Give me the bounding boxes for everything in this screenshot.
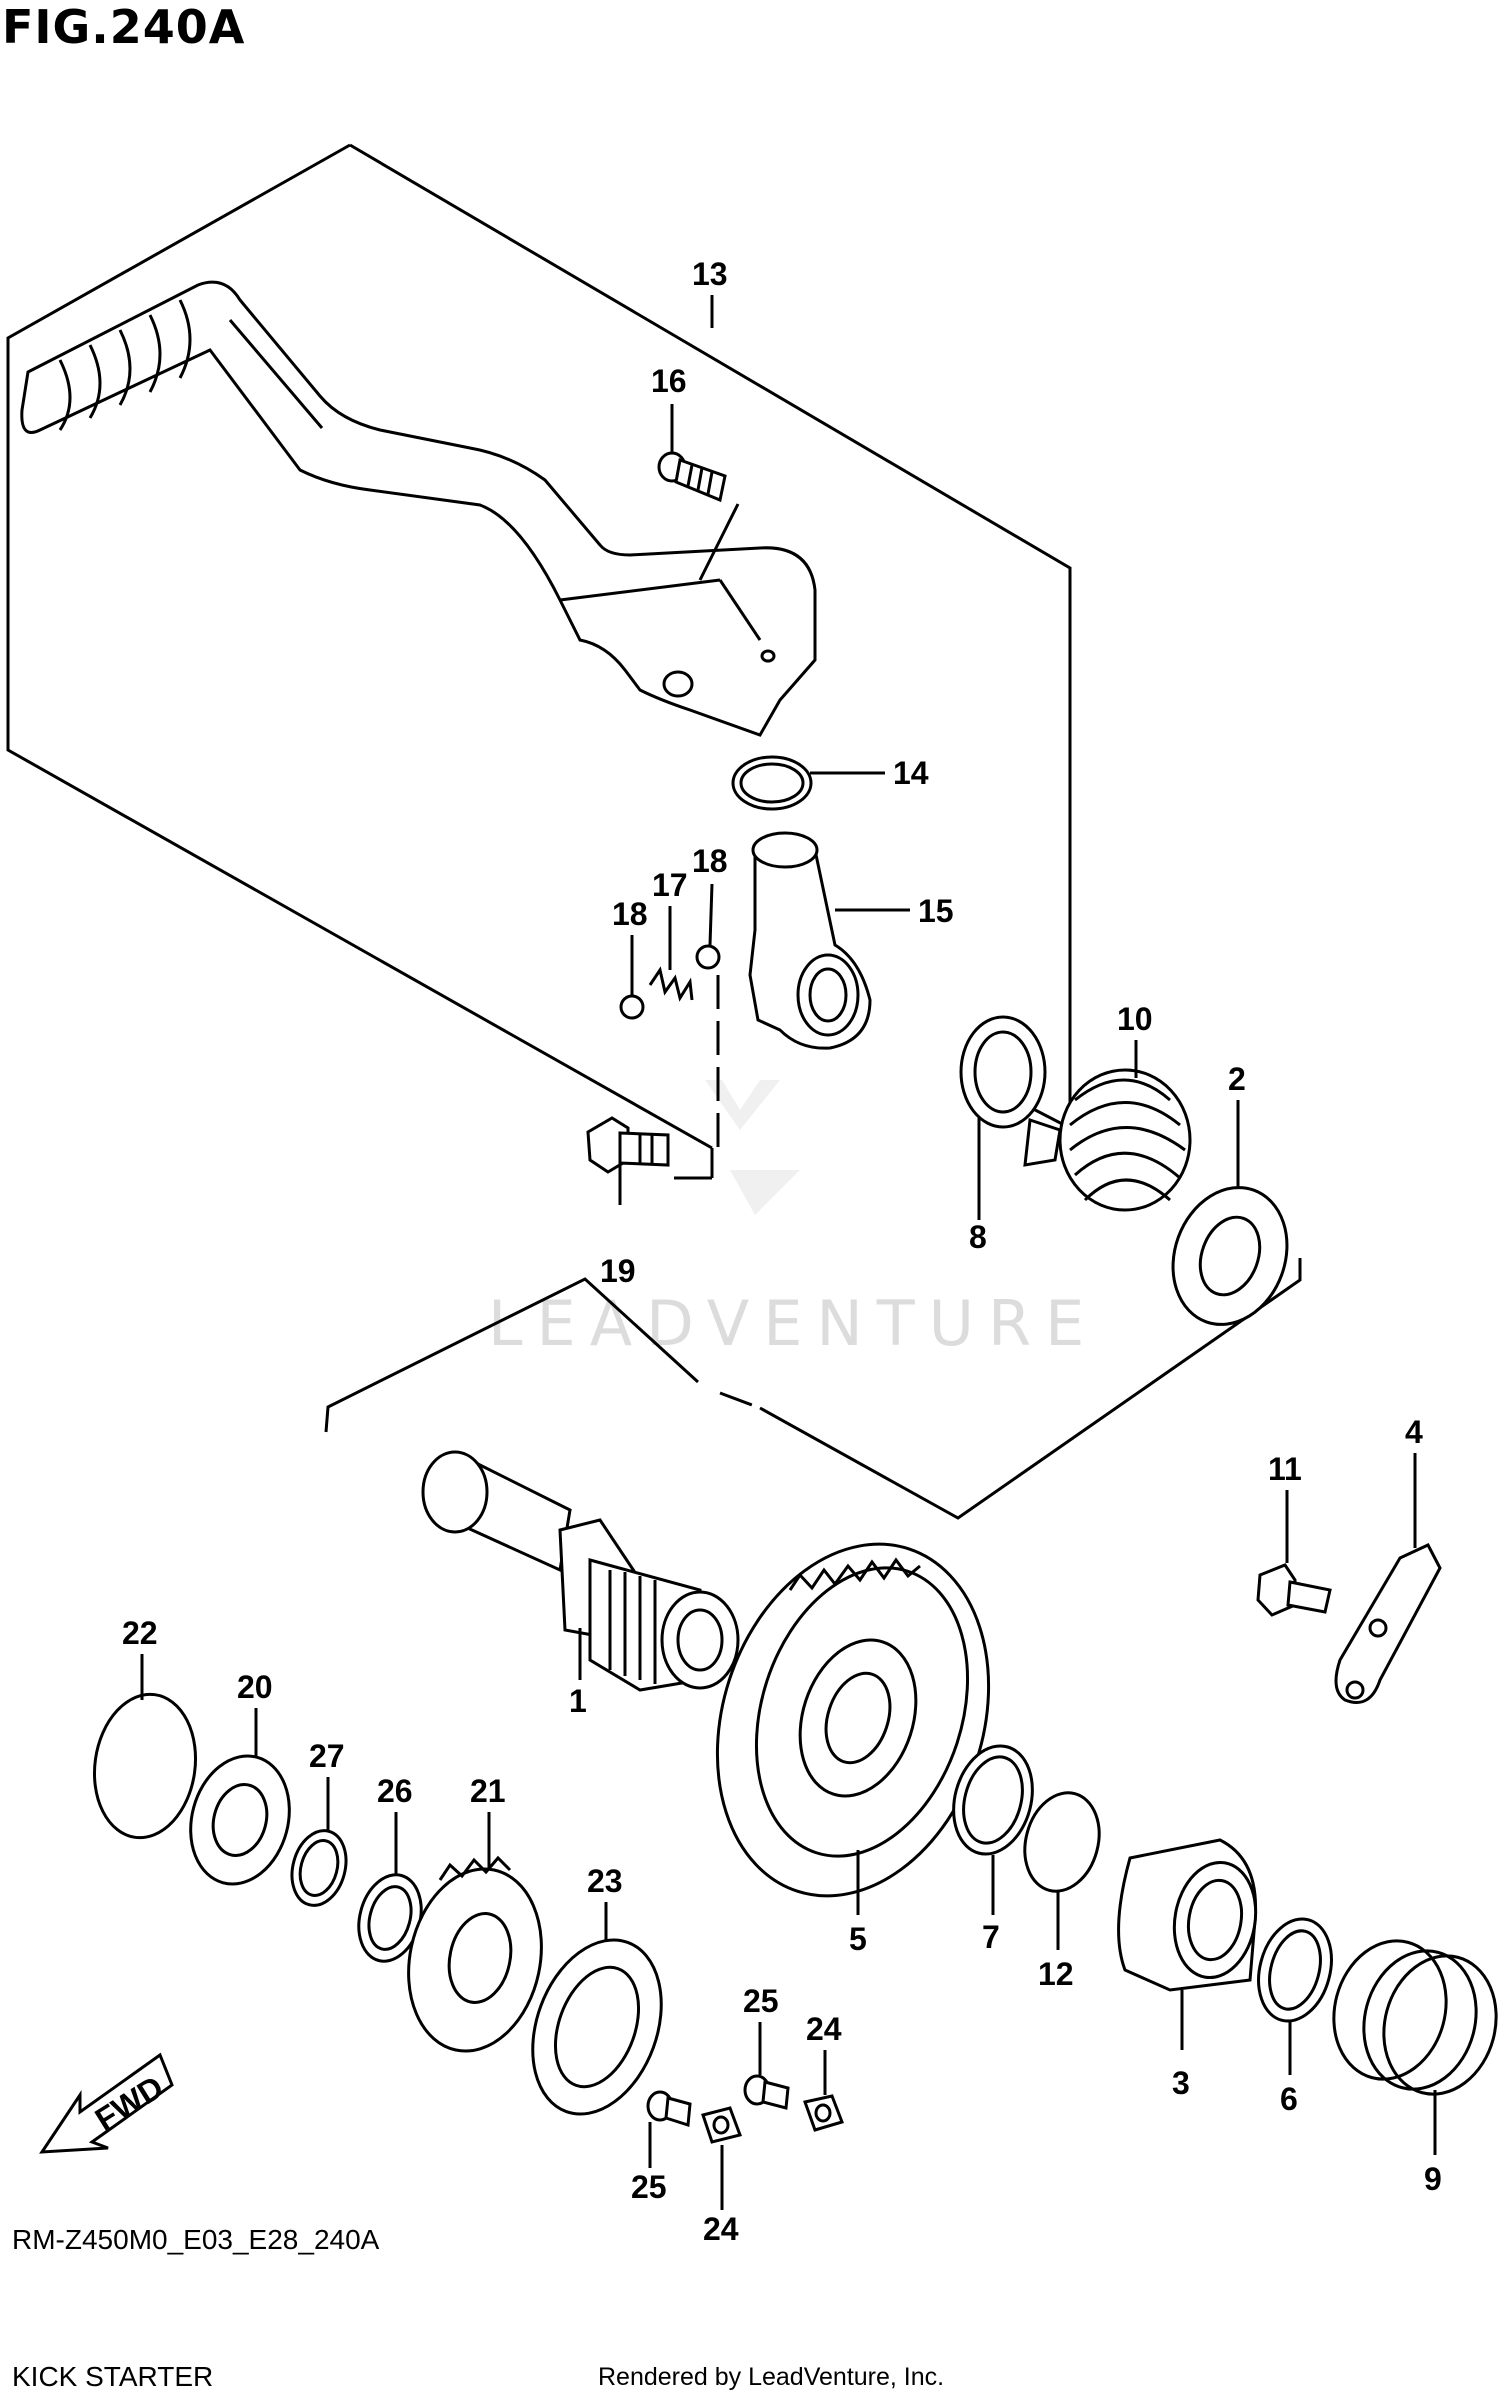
callout-5: 5 (849, 1921, 867, 1957)
callout-24a: 24 (806, 2011, 842, 2047)
callout-17: 17 (652, 867, 688, 903)
screw-25a-part (646, 2090, 692, 2127)
callout-7: 7 (982, 1919, 1000, 1955)
washer-7-part (952, 1744, 1034, 1915)
spring-9-part (1332, 1939, 1498, 2155)
screw-25b-part (743, 2074, 790, 2110)
bolt-19-part (586, 1116, 670, 1205)
circlip-22-part (92, 1692, 198, 1840)
callout-8: 8 (969, 1219, 987, 1255)
washer-6-part (1257, 1917, 1333, 2075)
oil-seal-8-part (959, 1015, 1047, 1129)
callout-13: 13 (692, 256, 728, 292)
kick-gear-5-part (715, 1542, 991, 1915)
bolt-16-part (657, 451, 740, 581)
figure-title: FIG.240A (2, 0, 246, 54)
callout-23: 23 (587, 1863, 623, 1899)
spring-17-part (648, 966, 694, 1002)
render-credit: Rendered by LeadVenture, Inc. (598, 2363, 945, 2391)
washer-2-part (1171, 1186, 1289, 1326)
callout-27: 27 (309, 1738, 345, 1774)
washer-27-part (290, 1829, 348, 1907)
callout-3: 3 (1172, 2065, 1190, 2101)
callout-24b: 24 (703, 2211, 739, 2247)
thrust-washer-23-part (531, 1938, 663, 2116)
o-ring-14-part (731, 755, 813, 811)
retainer-20-part (189, 1754, 291, 1886)
callout-18b: 18 (692, 843, 728, 879)
callouts: 13 16 14 15 18 17 18 10 2 8 19 4 11 22 2… (122, 256, 1442, 2247)
figure-code: RM-Z450M0_E03_E28_240A (12, 2224, 380, 2255)
figure-description: KICK STARTER (12, 2361, 214, 2392)
ratchet-3-part (1117, 1838, 1258, 2050)
guide-plate-4-part (1334, 1543, 1442, 1704)
callout-22: 22 (122, 1615, 158, 1651)
lock-washer-24b-part (803, 2094, 844, 2132)
fwd-arrow-icon: FWD (39, 2052, 174, 2154)
callout-19: 19 (600, 1253, 636, 1289)
ball-18b-part (695, 944, 721, 970)
lock-washer-24a-part (701, 2106, 742, 2144)
watermark-logo-icon (705, 1080, 800, 1215)
watermark-text: LEADVENTURE (488, 1287, 1098, 1360)
callout-15: 15 (918, 893, 954, 929)
circlip-12-part (1023, 1791, 1101, 1950)
callout-6: 6 (1280, 2081, 1298, 2117)
callout-16: 16 (651, 363, 687, 399)
callout-25b: 25 (631, 2169, 667, 2205)
callout-11: 11 (1268, 1451, 1302, 1487)
callout-25a: 25 (743, 1983, 779, 2019)
kick-spring-10-part (1023, 1068, 1192, 1212)
callout-2: 2 (1228, 1061, 1246, 1097)
kick-lever-part (20, 280, 817, 737)
kick-boss-15-part (748, 831, 872, 1050)
callout-1: 1 (569, 1683, 587, 1719)
callout-10: 10 (1117, 1001, 1153, 1037)
callout-12: 12 (1038, 1956, 1074, 1992)
ball-18a-part (619, 994, 645, 1020)
bolt-11-part (1256, 1563, 1332, 1617)
idle-gear-21-part (407, 1855, 543, 2053)
callout-9: 9 (1424, 2161, 1442, 2197)
upper-assembly-outline (6, 143, 1072, 1180)
lower-assembly-outline (324, 1258, 1302, 1520)
callout-26: 26 (377, 1773, 413, 1809)
kick-shaft-1-part (421, 1450, 740, 1692)
callout-14: 14 (893, 755, 929, 791)
callout-18a: 18 (612, 896, 648, 932)
callout-4: 4 (1405, 1414, 1423, 1450)
callout-20: 20 (237, 1669, 273, 1705)
callout-21: 21 (470, 1773, 506, 1809)
